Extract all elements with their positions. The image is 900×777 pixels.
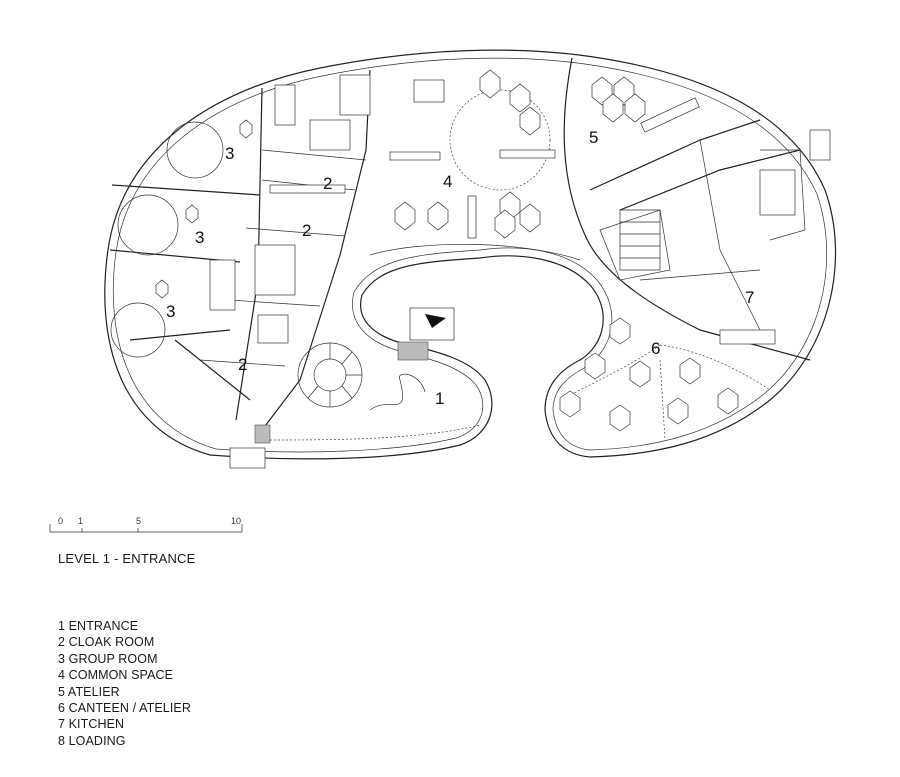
legend-item: 5 ATELIER [58, 684, 120, 699]
room-number: 6 [651, 339, 660, 358]
room-legend: 1 ENTRANCE 2 CLOAK ROOM 3 GROUP ROOM 4 C… [58, 618, 191, 749]
legend-item: 7 KITCHEN [58, 717, 125, 732]
room-number: 1 [435, 389, 444, 408]
legend-item: 8 LOADING [58, 733, 126, 748]
room-number: 2 [302, 221, 311, 240]
group-room-rugs [110, 89, 551, 358]
fixtures [209, 74, 831, 469]
room-number: 2 [323, 174, 332, 193]
legend-item: 3 GROUP ROOM [58, 651, 158, 666]
legend-item: 6 CANTEEN / ATELIER [58, 701, 191, 716]
room-number: 7 [745, 288, 754, 307]
scale-bar: 0 1 5 10 [49, 516, 243, 533]
room-number: 3 [195, 228, 204, 247]
scale-tick-label: 10 [231, 516, 241, 526]
scale-tick-label: 1 [78, 516, 83, 526]
level-title: LEVEL 1 - ENTRANCE [58, 551, 196, 566]
room-number: 5 [589, 128, 598, 147]
scale-tick-label: 0 [58, 516, 63, 526]
floor-plan: 3 3 3 2 2 2 4 5 7 6 1 [104, 49, 837, 469]
room-number: 3 [225, 144, 234, 163]
room-numbers: 3 3 3 2 2 2 4 5 7 6 1 [166, 128, 754, 408]
tables [155, 69, 739, 432]
room-number: 2 [238, 355, 247, 374]
room-number: 3 [166, 302, 175, 321]
stairs [269, 209, 661, 441]
legend-item: 2 CLOAK ROOM [58, 635, 155, 650]
scale-tick-label: 5 [136, 516, 141, 526]
room-number: 4 [443, 172, 452, 191]
interior-walls [109, 57, 811, 441]
legend-item: 4 COMMON SPACE [58, 668, 174, 683]
legend-item: 1 ENTRANCE [58, 619, 139, 633]
